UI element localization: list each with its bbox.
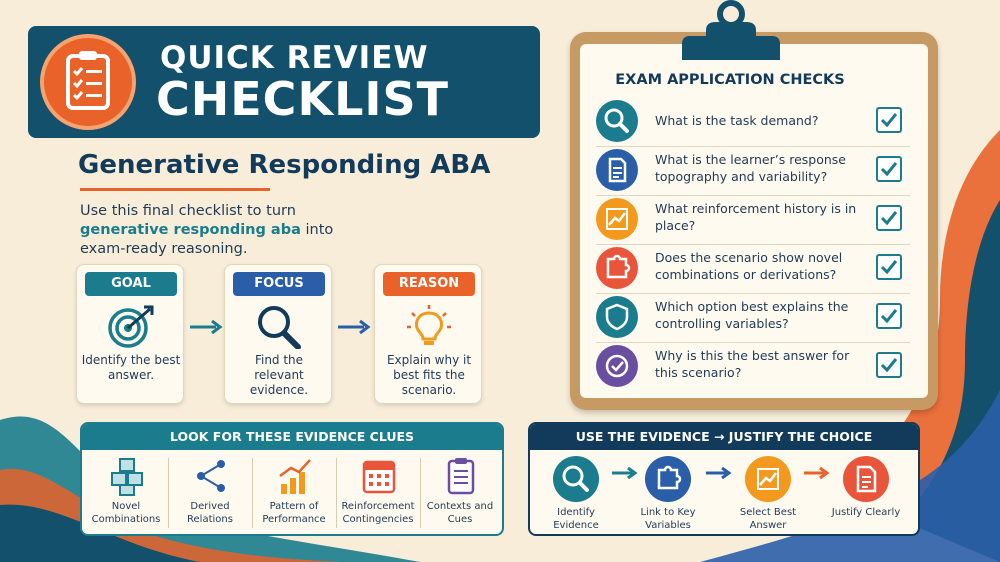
exam-check-row: What is the learner’s response topograph… [596,147,910,196]
step-text: Find the relevant evidence. [249,353,309,397]
checkmark-icon [880,260,898,275]
intro-highlight: generative responding aba [80,222,301,238]
arrow-right-icon [804,466,830,480]
checkbox-checked[interactable] [876,254,902,280]
exam-question: Does the scenario show novel combination… [655,250,843,282]
clue-item: Reinforcement Contingencies [336,454,420,534]
logo-badge [40,34,136,130]
checkbox-checked[interactable] [876,352,902,378]
arrow-right-icon [338,319,371,335]
checkmark-icon [880,358,898,373]
justify-choice-panel: USE THE EVIDENCE → JUSTIFY THE CHOICE Id… [528,422,920,536]
justify-heading: USE THE EVIDENCE → JUSTIFY THE CHOICE [530,424,918,450]
justify-step: Link to Key Variables [628,454,708,534]
step-label: GOAL [85,272,177,296]
checkbox-checked[interactable] [876,107,902,133]
arrow-right-icon [612,466,638,480]
target-icon [108,305,154,348]
clipboard-paper [580,44,928,398]
justify-step: Select Best Answer [728,454,808,534]
puzzle-icon [606,254,631,279]
exam-question: What is the learner’s response topograph… [655,152,846,184]
exam-question: Which option best explains the controlli… [655,299,849,331]
step-label: REASON [383,272,475,296]
justify-label: Justify Clearly [831,507,901,518]
exam-check-row: What reinforcement history is in place? [596,196,910,245]
exam-check-row: Which option best explains the controlli… [596,294,910,343]
checkbox-checked[interactable] [876,303,902,329]
exam-check-row: What is the task demand? [596,98,910,147]
clue-label: Contexts and Cues [426,501,494,525]
clipboard-icon [447,458,475,495]
intro-text: Use this final checklist to turn generat… [80,203,334,257]
exam-question: What reinforcement history is in place? [655,201,857,233]
subtitle-underline [80,188,270,191]
justify-label: Select Best Answer [739,507,797,531]
arrow-right-icon [190,319,223,335]
page-subtitle: Generative Responding ABA [78,150,491,180]
clue-item: Contexts and Cues [418,454,502,534]
document-icon [856,465,877,493]
exam-check-row: Why is this the best answer for this sce… [596,343,910,389]
magnifier-icon [562,465,589,492]
step-text: Explain why it best fits the scenario. [386,353,472,397]
checkmark-icon [880,309,898,324]
check-circle-icon [605,354,629,378]
exam-checks-title: EXAM APPLICATION CHECKS [615,72,845,88]
header-title-line2: CHECKLIST [156,72,450,126]
lightbulb-icon [407,305,451,345]
clipboard-checklist-icon [66,51,110,110]
clue-label: Novel Combinations [91,501,161,525]
header-title-line1: QUICK REVIEW [160,40,429,76]
trend-icon [757,468,779,490]
arrow-right-icon [706,466,732,480]
checkmark-icon [880,113,898,128]
step-text: Identify the best answer. [81,353,181,382]
cubes-icon [111,458,143,496]
justify-label: Identify Evidence [553,507,599,531]
bar-trend-icon [279,459,311,494]
exam-check-row: Does the scenario show novel combination… [596,245,910,294]
calendar-icon [362,460,396,494]
step-card-goal: GOAL Identify the best answer. [76,264,184,404]
clue-label: Pattern of Performance [262,501,326,525]
checkmark-icon [880,162,898,177]
magnifier-icon [604,108,629,133]
network-icon [197,460,225,492]
clue-label: Reinforcement Contingencies [341,501,415,525]
justify-step: Justify Clearly [826,454,906,534]
evidence-clues-panel: LOOK FOR THESE EVIDENCE CLUES Novel Comb… [80,422,504,536]
justify-label: Link to Key Variables [640,507,696,531]
step-label: FOCUS [233,272,325,296]
clue-item: Novel Combinations [84,454,168,534]
step-card-focus: FOCUS Find the relevant evidence. [224,264,332,404]
checkbox-checked[interactable] [876,205,902,231]
clue-item: Derived Relations [168,454,252,534]
step-card-reason: REASON Explain why it best fits the scen… [374,264,482,404]
shield-icon [605,303,629,331]
puzzle-icon [657,465,682,490]
document-icon [608,157,627,183]
trend-icon [606,208,628,230]
clipboard-clip-icon [682,0,780,60]
justify-step: Identify Evidence [536,454,616,534]
clues-heading: LOOK FOR THESE EVIDENCE CLUES [82,424,502,450]
magnifier-icon [258,306,301,349]
checkbox-checked[interactable] [876,156,902,182]
clue-item: Pattern of Performance [252,454,336,534]
exam-question: Why is this the best answer for this sce… [655,348,850,380]
clue-label: Derived Relations [187,501,233,525]
exam-question: What is the task demand? [655,113,819,128]
checkmark-icon [880,211,898,226]
